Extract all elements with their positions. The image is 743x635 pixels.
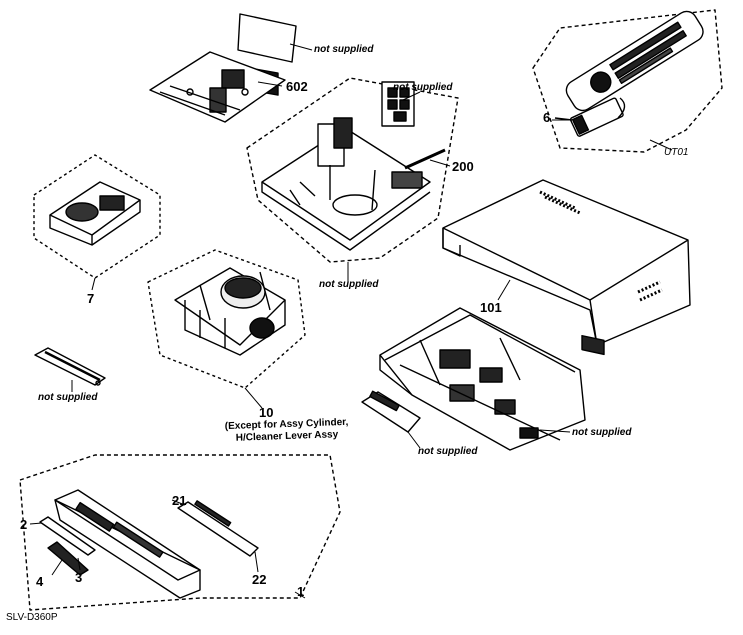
part-number-101: 101: [480, 300, 502, 315]
part-number-2: 2: [20, 517, 28, 532]
part-number-7: 7: [87, 291, 95, 306]
board-602: [149, 51, 286, 123]
part-number-602: 602: [286, 79, 308, 94]
part-number-200: 200: [452, 159, 474, 174]
chassis-frame: [379, 307, 586, 451]
part-number-3: 3: [75, 570, 83, 585]
not-supplied-label-bracket: not supplied: [418, 446, 478, 457]
main-board-group: [246, 77, 459, 263]
top-cover-101: [442, 179, 691, 356]
leader-lines: [29, 43, 673, 599]
model-number: SLV-D360P: [6, 612, 58, 623]
mechanism-7: [33, 154, 161, 279]
part-number-6: 6: [543, 110, 551, 125]
not-supplied-label-board: not supplied: [393, 82, 453, 93]
part-number-1: 1: [297, 584, 305, 599]
part-10-exception-note: (Except for Assy Cylinder, H/Cleaner Lev…: [225, 417, 349, 445]
part-number-4: 4: [36, 574, 44, 589]
loading-rail: [34, 347, 106, 386]
not-supplied-label-top: not supplied: [314, 44, 374, 55]
part-number-21: 21: [172, 493, 187, 508]
deck-10: [147, 249, 306, 389]
side-bracket: [361, 390, 421, 433]
not-supplied-label-rail: not supplied: [38, 392, 98, 403]
part-number-22: 22: [252, 572, 267, 587]
part-number-10: 10: [259, 405, 274, 420]
remote-group: [532, 9, 723, 153]
not-supplied-label-center: not supplied: [319, 279, 379, 290]
front-panel-group: [19, 454, 341, 611]
assembly-code-ut01: UT01: [664, 147, 689, 158]
not-supplied-label-chassis: not supplied: [572, 427, 632, 438]
